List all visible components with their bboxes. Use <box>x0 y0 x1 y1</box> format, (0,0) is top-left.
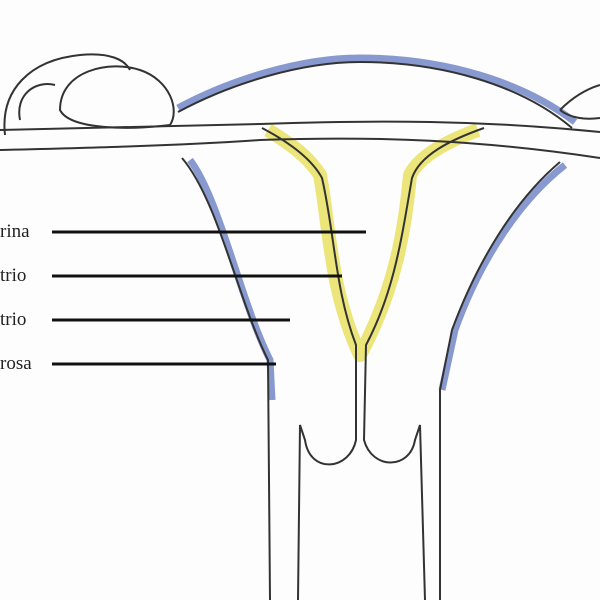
serosa-right-wall <box>438 162 568 391</box>
fundus-outline <box>177 60 573 129</box>
left-ovary <box>58 65 175 129</box>
fallopian-tube-top <box>0 120 600 133</box>
cavity-outline <box>261 127 357 600</box>
serosa-left <box>176 54 578 125</box>
right-ovary <box>559 84 600 120</box>
serosa-left-wall <box>187 157 276 401</box>
right-wall <box>439 161 561 600</box>
endometrium <box>264 123 481 362</box>
left-fimbria <box>3 53 131 136</box>
label-serosa: rosa <box>0 353 32 374</box>
label-cavity: rina <box>0 221 30 242</box>
cavity-outline-right <box>362 127 485 600</box>
label-myometrium: trio <box>0 309 27 330</box>
label-endometrium: trio <box>0 265 27 286</box>
fallopian-tube-bottom <box>0 137 600 159</box>
left-wall <box>181 157 271 600</box>
